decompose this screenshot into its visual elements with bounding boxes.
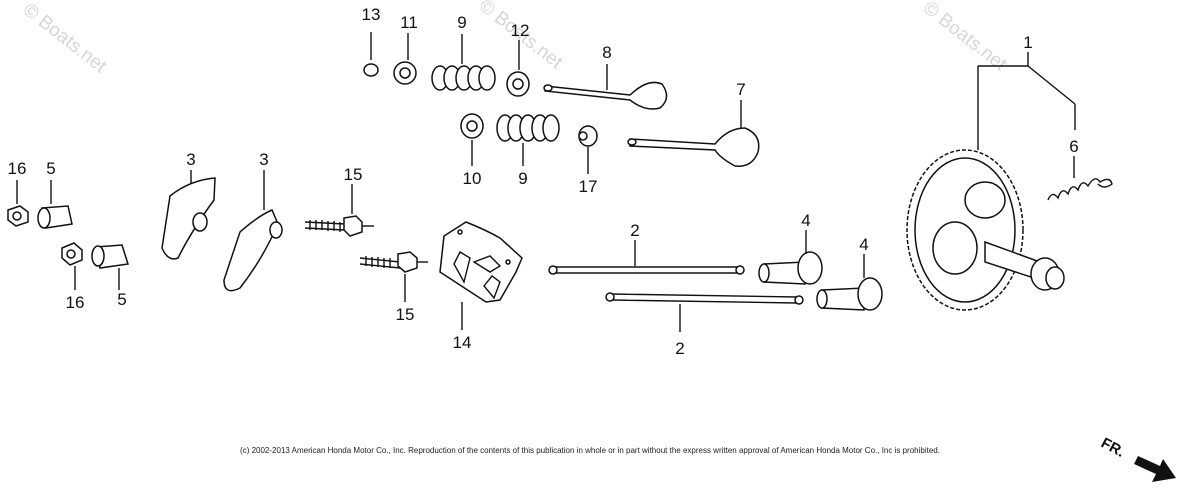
part-label: 5 — [117, 290, 126, 309]
front-direction-indicator: FR. — [1098, 435, 1176, 482]
part-4-tappet-lower — [816, 277, 883, 311]
part-6-spring — [1047, 178, 1113, 201]
part-label: 3 — [186, 150, 195, 169]
part-17-collar — [578, 125, 598, 147]
part-label: 14 — [453, 333, 472, 352]
part-label: 12 — [511, 21, 530, 40]
part-2-push-rod-upper — [548, 265, 745, 275]
part-7-valve — [627, 127, 760, 167]
part-label: 3 — [259, 150, 268, 169]
part-label: 17 — [579, 177, 598, 196]
part-label: 7 — [736, 80, 745, 99]
part-label: 1 — [1023, 33, 1032, 52]
part-9-valve-spring-lower — [496, 114, 560, 142]
part-label: 9 — [518, 169, 527, 188]
part-label: 4 — [801, 211, 810, 230]
part-label: 15 — [344, 165, 363, 184]
part-16-nut-lower — [61, 242, 83, 266]
part-label: 13 — [362, 5, 381, 24]
part-label: 11 — [400, 13, 418, 32]
part-5-pivot-upper — [37, 205, 73, 229]
part-15-stud-upper — [304, 215, 374, 237]
part-label: 4 — [859, 235, 868, 254]
part-label: 15 — [396, 305, 415, 324]
part-5-pivot-lower — [91, 244, 129, 269]
part-label: 8 — [602, 43, 611, 62]
part-15-stud-lower — [359, 251, 428, 273]
watermark: © Boats.net — [19, 0, 111, 78]
part-16-nut-upper — [7, 205, 29, 227]
part-label: 2 — [630, 221, 639, 240]
part-label: 5 — [46, 159, 55, 178]
part-label: 16 — [8, 159, 27, 178]
part-label: 10 — [463, 169, 482, 188]
part-label: 6 — [1069, 137, 1078, 156]
part-4-tappet-upper — [758, 251, 823, 285]
part-3-rocker-arm-right — [223, 209, 283, 292]
part-13-valve-cap — [363, 63, 379, 77]
part-label: 2 — [675, 339, 684, 358]
part-8-valve — [543, 81, 668, 110]
copyright-notice: (c) 2002-2013 American Honda Motor Co., … — [240, 446, 940, 455]
part-10-valve-seal — [460, 113, 484, 139]
arrow-right-icon — [1134, 456, 1176, 482]
part-3-rocker-arm-left — [161, 177, 216, 260]
part-1-camshaft — [906, 149, 1065, 311]
part-9-valve-spring-upper — [431, 65, 496, 91]
part-2-push-rod-lower — [605, 292, 804, 305]
part-12-spring-retainer — [506, 71, 530, 97]
part-14-push-rod-guide-plate — [439, 221, 523, 303]
watermark: © Boats.net — [919, 0, 1011, 76]
part-11-spring-retainer — [393, 61, 417, 85]
part-label: 16 — [66, 293, 85, 312]
part-label: 9 — [457, 13, 466, 32]
